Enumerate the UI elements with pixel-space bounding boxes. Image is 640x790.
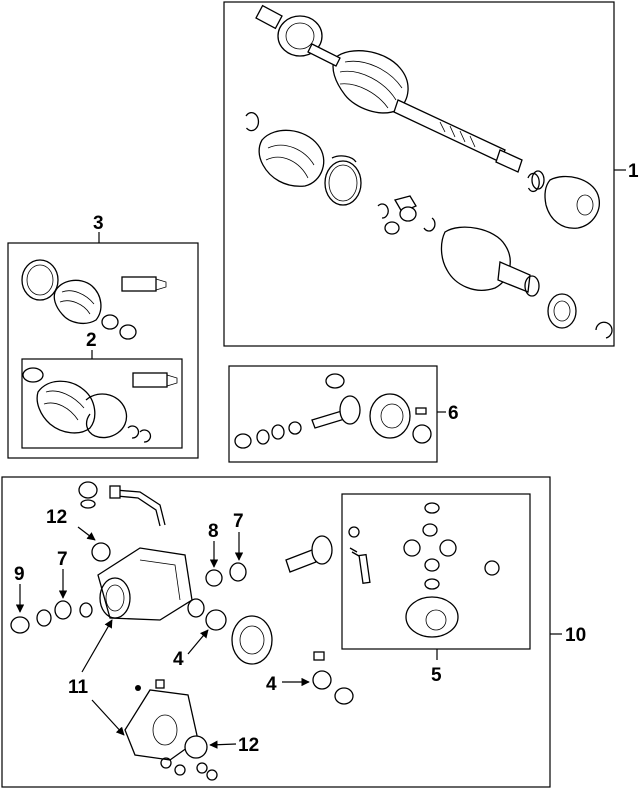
callout-8: 8 bbox=[208, 521, 219, 542]
box-case-assembly bbox=[341, 493, 531, 650]
callout-5: 5 bbox=[431, 665, 442, 686]
boot-kit-2-drawing bbox=[22, 367, 178, 443]
arrow-12b bbox=[209, 740, 237, 749]
callout-7b: 7 bbox=[233, 511, 244, 532]
arrow-12a bbox=[77, 526, 96, 541]
callout-2: 2 bbox=[86, 330, 97, 351]
box-differential-assembly bbox=[1, 476, 551, 788]
box-boot-kit-3 bbox=[7, 242, 199, 459]
callout-10: 10 bbox=[565, 625, 586, 646]
box-boot-kit-2 bbox=[21, 358, 183, 449]
callout-11: 11 bbox=[68, 677, 89, 698]
case-assembly-drawing bbox=[348, 502, 500, 638]
arrow-4a bbox=[187, 629, 209, 655]
callout-7a: 7 bbox=[57, 549, 68, 570]
box-axle-shaft-assembly bbox=[223, 1, 615, 347]
callout-6: 6 bbox=[448, 403, 459, 424]
callout-4b: 4 bbox=[266, 674, 277, 695]
box-ring-pinion-set bbox=[228, 365, 438, 463]
callout-1: 1 bbox=[628, 161, 639, 182]
ring-pinion-drawing bbox=[234, 373, 432, 449]
arrow-11b bbox=[91, 699, 125, 736]
callout-9: 9 bbox=[14, 564, 25, 585]
boot-kit-3-drawing bbox=[21, 259, 167, 340]
arrow-11a bbox=[81, 619, 113, 673]
callout-12a: 12 bbox=[46, 507, 67, 528]
callout-12b: 12 bbox=[238, 735, 259, 756]
axle-shaft-drawing bbox=[245, 4, 613, 339]
differential-assembly-drawing bbox=[10, 481, 354, 781]
callout-4a: 4 bbox=[173, 649, 184, 670]
callout-3: 3 bbox=[93, 213, 104, 234]
